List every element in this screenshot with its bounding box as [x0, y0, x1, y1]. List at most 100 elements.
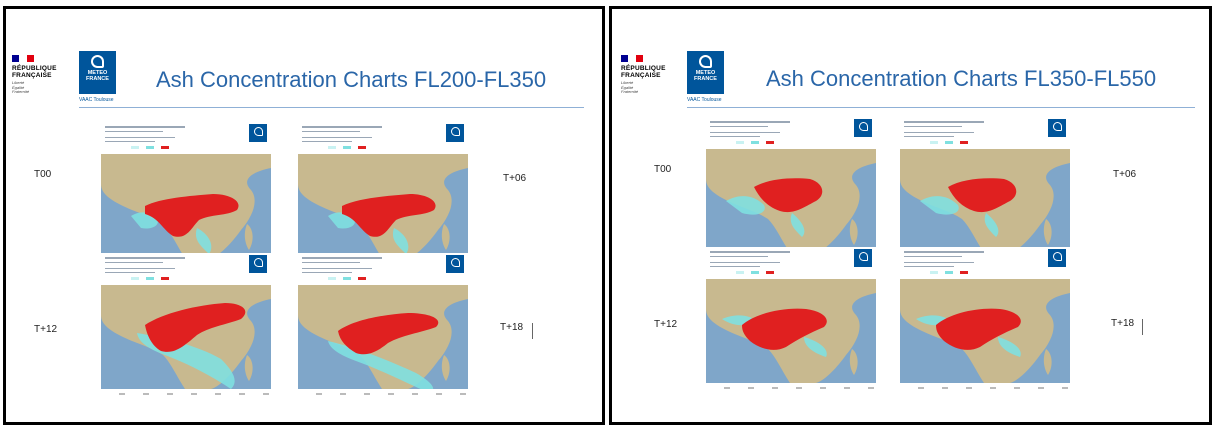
french-flag-icon: [12, 55, 34, 62]
motto-egalite: Égalité: [621, 84, 634, 90]
label-t06: T+06: [503, 173, 527, 184]
ash-chart-t06-header: [900, 117, 1070, 149]
label-t12: T+12: [34, 324, 58, 335]
republique-line2: FRANÇAISE: [12, 72, 52, 79]
republique-line2: FRANÇAISE: [621, 72, 661, 79]
ash-high-plume: [145, 194, 239, 237]
ash-medium-plume: [916, 315, 1021, 357]
meteo-france-logo-small-icon: [1048, 119, 1066, 137]
republique-line1: RÉPUBLIQUE: [621, 65, 666, 72]
meteo-france-logo: METEO FRANCE: [687, 51, 724, 94]
meteo-france-logo-small-icon: [446, 255, 464, 273]
title-rule: [687, 107, 1195, 108]
ash-high-plume: [145, 303, 246, 352]
madagascar-landmass: [244, 355, 253, 381]
motto-liberte: Liberté: [12, 80, 25, 85]
ash-chart-t06-map: [298, 154, 468, 258]
ash-chart-t12-axis: [724, 387, 874, 391]
ash-chart-t18-axis: [316, 393, 466, 397]
ash-high-plume: [948, 178, 1017, 213]
ash-chart-t00: [101, 122, 271, 264]
label-t06: T+06: [1113, 169, 1137, 180]
ash-chart-t00-legend: [131, 146, 169, 149]
text-cursor: [1142, 319, 1143, 335]
french-flag-icon: [621, 55, 643, 62]
madagascar-landmass: [1043, 219, 1052, 245]
ash-chart-t06-legend: [328, 146, 366, 149]
madagascar-landmass: [849, 349, 858, 375]
france-label: FRANCE: [86, 76, 109, 82]
meteo-label: METEO: [695, 70, 716, 76]
ash-chart-t18-map: [900, 279, 1070, 383]
text-cursor: [532, 323, 533, 339]
ash-chart-t00-map: [101, 154, 271, 258]
ash-high-plume: [936, 308, 1021, 350]
madagascar-landmass: [441, 355, 450, 381]
ash-chart-t12-header: [706, 247, 876, 279]
ash-chart-t12-legend: [736, 271, 774, 274]
motto-fraternite: Fraternité: [621, 89, 639, 94]
ash-chart-t12-legend: [131, 277, 169, 280]
ash-chart-t18-header: [900, 247, 1070, 279]
ash-chart-t00-legend: [736, 141, 774, 144]
ash-medium-plume: [328, 341, 434, 389]
ash-chart-t00-header: [101, 122, 271, 154]
label-t00: T00: [34, 169, 52, 180]
meteo-france-logo-small-icon: [446, 124, 464, 142]
ash-chart-t12: [101, 253, 271, 395]
meteo-france-logo-small-icon: [249, 124, 267, 142]
ash-chart-t18-axis: [918, 387, 1068, 391]
slide-title: Ash Concentration Charts FL200-FL350: [156, 67, 547, 92]
meteo-france-logo: METEO FRANCE: [79, 51, 116, 94]
ash-medium-plume: [328, 212, 409, 254]
ash-high-plume: [338, 313, 439, 355]
meteo-france-logo-small-icon: [854, 119, 872, 137]
republique-line1: RÉPUBLIQUE: [12, 65, 57, 72]
ash-chart-t18-map: [298, 285, 468, 389]
ash-chart-t00-map: [706, 149, 876, 253]
ash-chart-t18: [900, 247, 1070, 389]
ash-chart-t06: [298, 122, 468, 264]
ash-high-plume: [754, 178, 823, 213]
ash-high-plume: [342, 194, 436, 237]
meteo-france-mark-icon: [91, 55, 104, 68]
meteo-france-logo-small-icon: [249, 255, 267, 273]
ash-chart-t06-legend: [930, 141, 968, 144]
ash-medium-plume: [722, 315, 827, 357]
label-t00: T00: [654, 164, 672, 175]
vaac-label: VAAC Toulouse: [79, 97, 114, 103]
ash-chart-t18-legend: [328, 277, 366, 280]
ash-chart-t00-header: [706, 117, 876, 149]
ash-medium-plume: [920, 196, 999, 237]
ash-high-plume: [742, 308, 827, 350]
vaac-label: VAAC Toulouse: [687, 97, 722, 103]
ash-chart-t06-header: [298, 122, 468, 154]
ash-chart-t12: [706, 247, 876, 389]
ash-chart-t12-map: [706, 279, 876, 383]
motto-fraternite: Fraternité: [12, 89, 30, 94]
madagascar-landmass: [244, 224, 253, 250]
ash-chart-t06: [900, 117, 1070, 259]
ash-chart-t18: [298, 253, 468, 395]
title-rule: [79, 107, 584, 108]
label-t18: T+18: [500, 322, 524, 333]
meteo-label: METEO: [87, 70, 108, 76]
ash-chart-t12-map: [101, 285, 271, 389]
madagascar-landmass: [441, 224, 450, 250]
madagascar-landmass: [1043, 349, 1052, 375]
slide-title: Ash Concentration Charts FL350-FL550: [766, 66, 1157, 91]
france-label: FRANCE: [694, 76, 717, 82]
meteo-france-logo-small-icon: [854, 249, 872, 267]
label-t18: T+18: [1111, 318, 1135, 329]
ash-chart-t18-legend: [930, 271, 968, 274]
motto-egalite: Égalité: [12, 84, 25, 90]
madagascar-landmass: [849, 219, 858, 245]
ash-medium-plume: [726, 196, 805, 237]
ash-chart-t06-map: [900, 149, 1070, 253]
ash-chart-t12-header: [101, 253, 271, 285]
meteo-france-mark-icon: [699, 55, 712, 68]
label-t12: T+12: [654, 319, 678, 330]
